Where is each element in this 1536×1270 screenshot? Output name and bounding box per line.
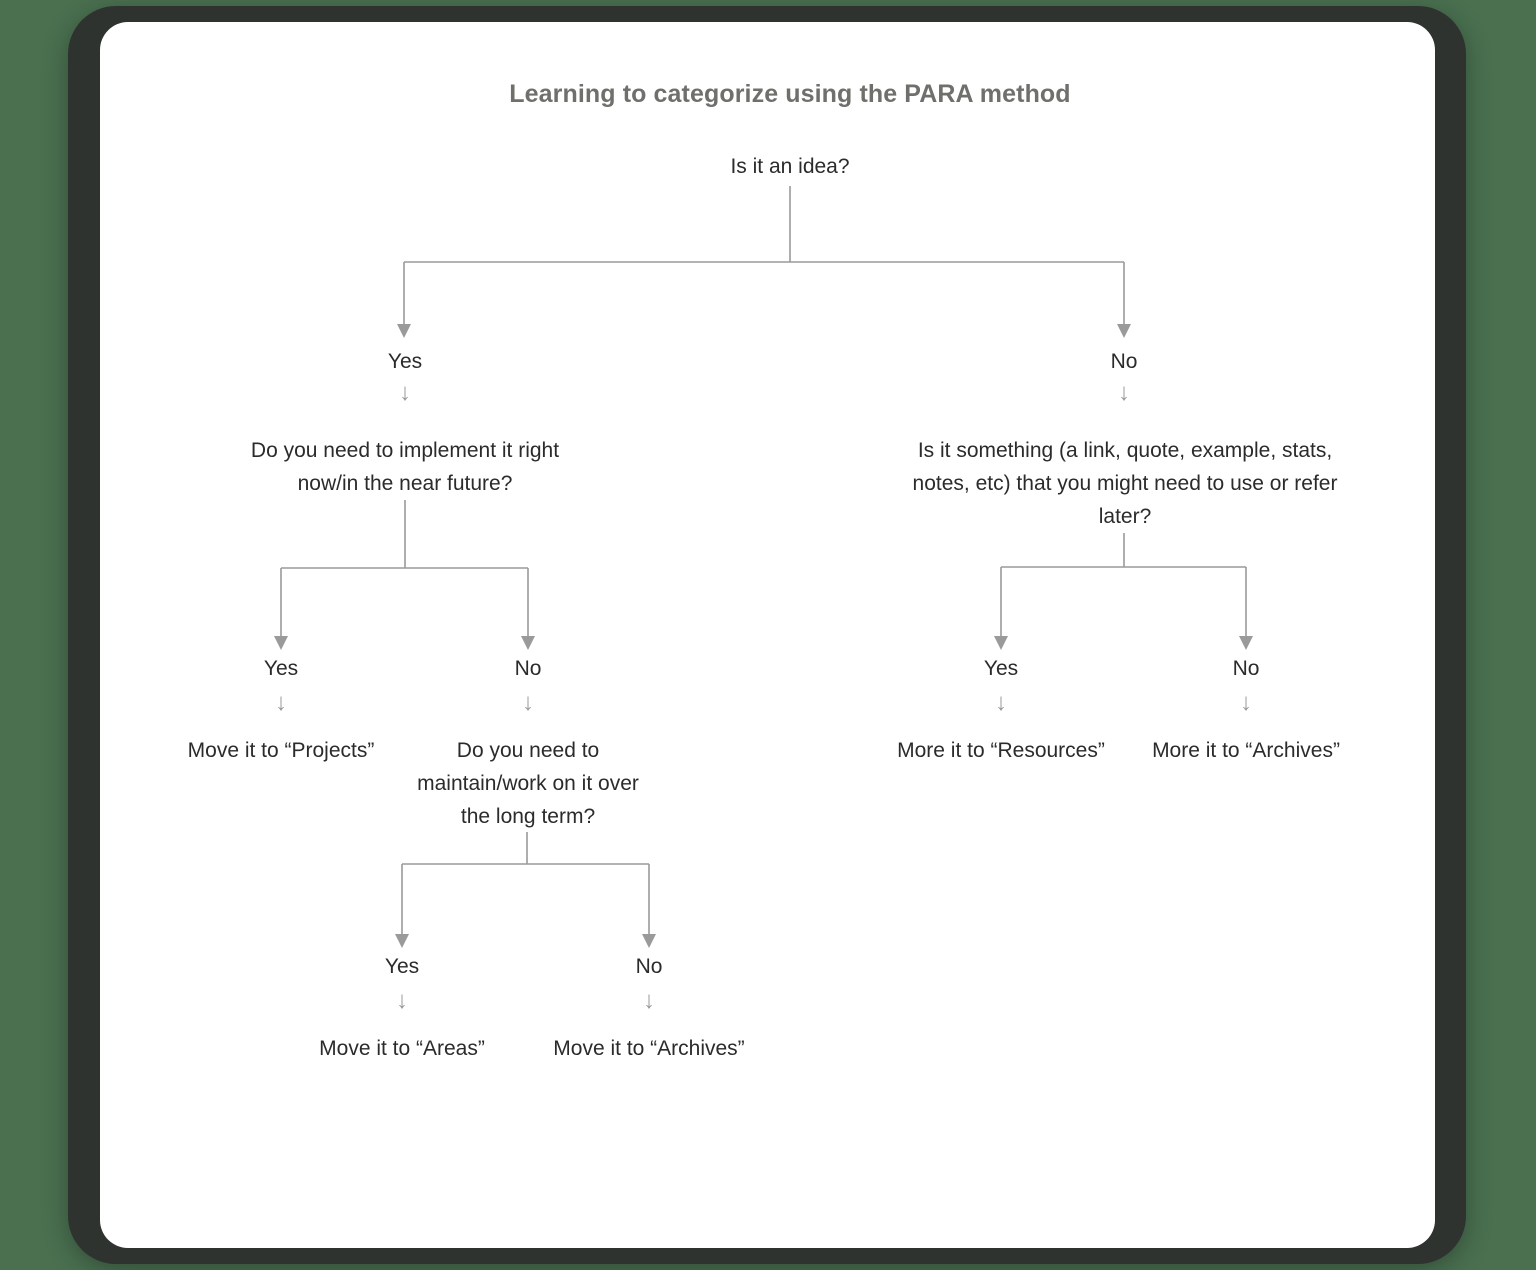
edge-label-root-no: No [1110,350,1138,373]
edge-label-maintain-no: No [635,955,663,978]
node-root-question: Is it an idea? [730,155,850,178]
arrowhead-maintain-right [642,934,656,948]
node-outcome-archives-bottom: Move it to “Archives” [553,1037,745,1060]
down-arrow-icon: ↓ [995,689,1007,716]
edge-label-implement-no: No [514,657,542,680]
down-arrow-icon: ↓ [399,379,411,406]
edge-label-maintain-yes: Yes [384,955,420,978]
chart-title: Learning to categorize using the PARA me… [509,80,1071,108]
node-outcome-areas: Move it to “Areas” [319,1037,485,1060]
down-arrow-icon: ↓ [522,689,534,716]
node-question-reference: Is it something (a link, quote, example,… [912,439,1338,528]
down-arrow-icon: ↓ [1240,689,1252,716]
arrowhead-implement-right [521,636,535,650]
down-arrow-icon: ↓ [1118,379,1130,406]
arrowhead-reference-right [1239,636,1253,650]
edge-label-root-yes: Yes [387,350,423,373]
connector-arrowheads [274,324,1253,948]
down-arrow-icon: ↓ [643,987,655,1014]
arrowhead-root-left [397,324,411,338]
down-arrow-icon: ↓ [275,689,287,716]
arrowhead-implement-left [274,636,288,650]
edge-label-reference-no: No [1232,657,1260,680]
down-arrow-icon: ↓ [396,987,408,1014]
arrowhead-root-right [1117,324,1131,338]
diagram-card [100,22,1435,1248]
arrowhead-reference-left [994,636,1008,650]
node-outcome-resources: More it to “Resources” [897,739,1105,762]
node-outcome-archives-right: More it to “Archives” [1152,739,1340,762]
node-question-implement: Do you need to implement it right now/in… [250,439,560,495]
edge-label-reference-yes: Yes [983,657,1019,680]
edge-label-implement-yes: Yes [263,657,299,680]
node-question-maintain: Do you need to maintain/work on it over … [417,739,639,828]
node-outcome-projects: Move it to “Projects” [187,739,375,762]
arrowhead-maintain-left [395,934,409,948]
